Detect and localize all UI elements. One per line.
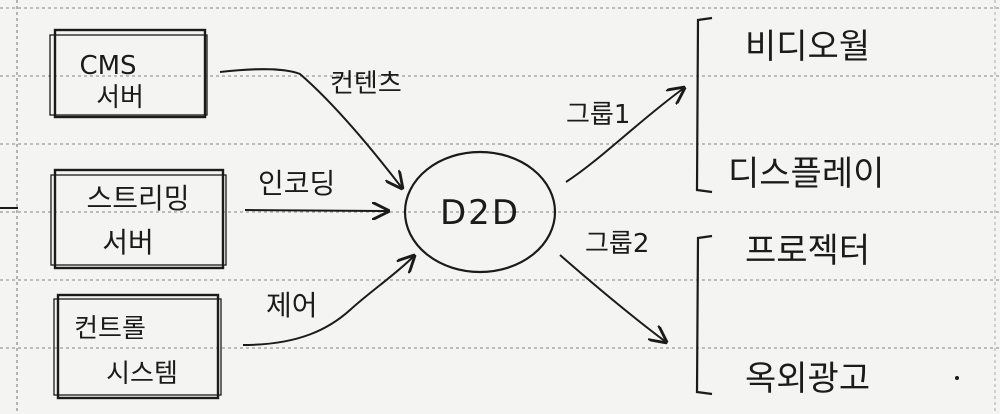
edge-label-group2: 그룹2	[585, 229, 649, 259]
edge-label-group1: 그룹1	[566, 100, 630, 130]
edge-label-encoding: 인코딩	[258, 167, 335, 200]
arrow-control	[242, 256, 414, 346]
target-video-wall: 비디오월	[745, 27, 870, 67]
source-label-line2: 서버	[102, 226, 154, 259]
source-label-line2: 시스템	[106, 359, 178, 389]
center-node: D2D	[403, 150, 557, 274]
ruled-lines	[0, 7, 1000, 349]
target-outdoor-ad: 옥외광고	[745, 359, 870, 399]
source-box-cms: CMS 서버	[49, 28, 208, 119]
source-box-control: 컨트롤 시스템	[53, 293, 222, 400]
edge-label-control: 제어	[266, 289, 318, 322]
source-label-line1: 컨트롤	[74, 314, 146, 344]
source-label-line1: 스트리밍	[86, 182, 189, 215]
source-box-streaming: 스트리밍 서버	[50, 168, 227, 270]
source-label-line1: CMS	[79, 51, 136, 81]
stray-dot	[955, 376, 959, 380]
arrow-encoding	[244, 210, 388, 211]
target-display: 디스플레이	[728, 154, 884, 194]
group1-bracket	[695, 16, 713, 194]
source-label-line2: 서버	[96, 83, 144, 113]
group2-bracket	[695, 234, 713, 396]
target-projector: 프로젝터	[745, 231, 870, 271]
arrow-group2	[559, 254, 666, 342]
arrow-content	[219, 68, 402, 188]
arrow-group1	[565, 88, 684, 183]
center-label: D2D	[440, 193, 520, 233]
edge-label-content: 컨텐츠	[330, 69, 402, 99]
